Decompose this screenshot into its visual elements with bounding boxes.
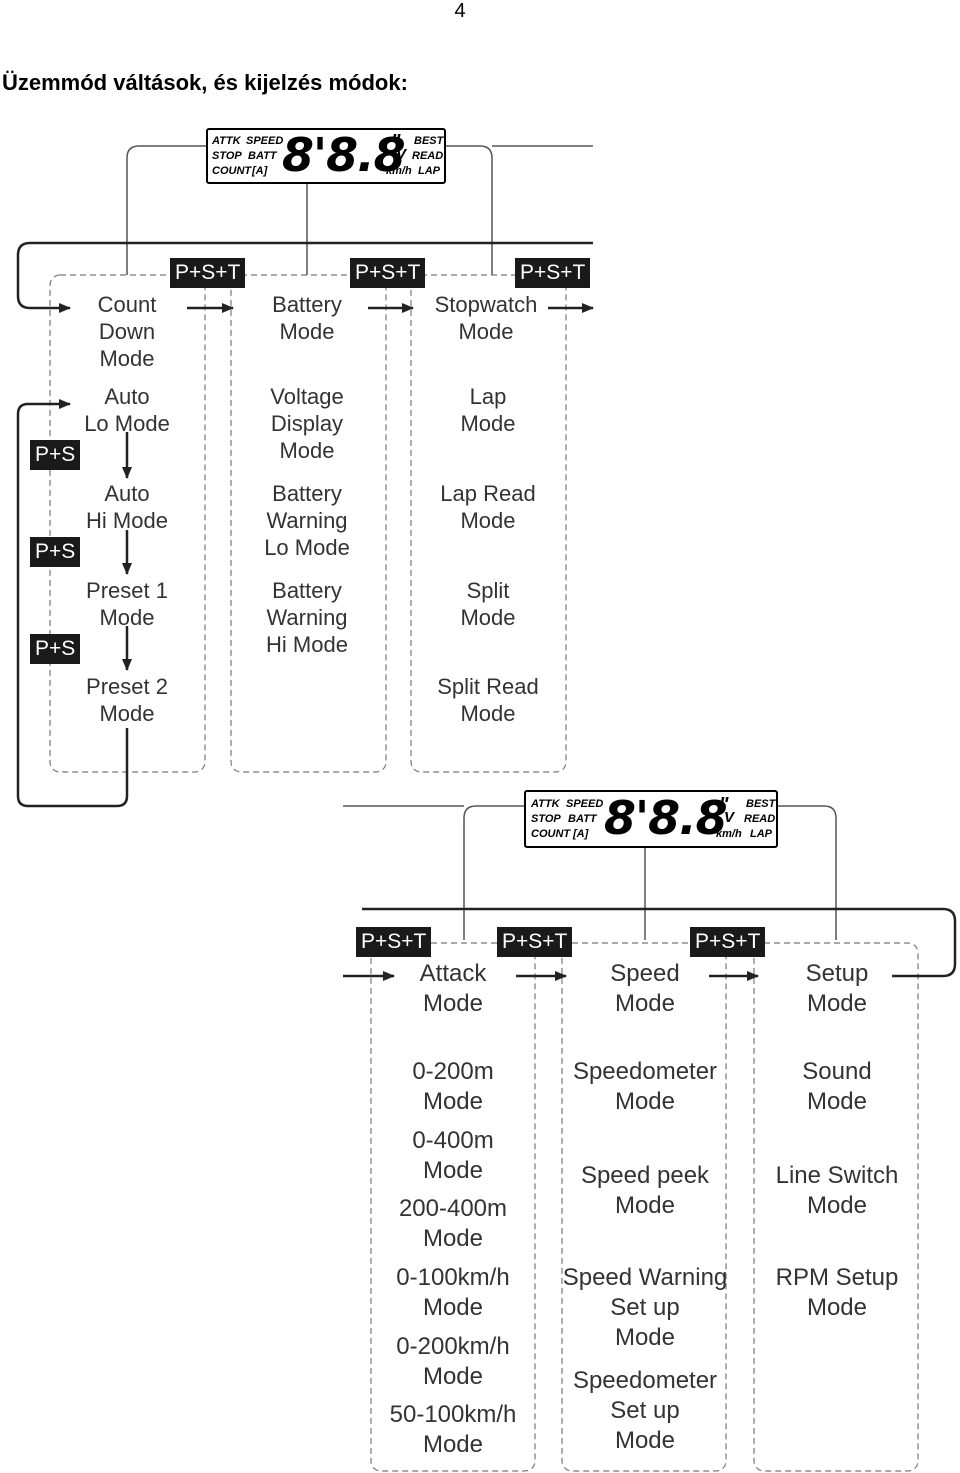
badge-pst-2: P+S+T <box>350 258 426 288</box>
auto-lo-mode: Auto Lo Mode <box>84 384 170 436</box>
lcd-label-speed: SPEED <box>246 135 284 147</box>
badge-pst-4: P+S+T <box>356 927 432 957</box>
split-read-mode: Split Read Mode <box>437 674 539 726</box>
speed-peek-mode: Speed peek Mode <box>580 1162 710 1219</box>
0-200kmh-mode: 0-200km/h Mode <box>396 1333 510 1390</box>
battery-warning-lo-mode: Battery Warning Lo Mode <box>264 481 350 560</box>
lcd-label-kmh: km/h <box>716 828 742 840</box>
speedometer-mode: Speedometer Mode <box>572 1058 718 1115</box>
lcd-digits: 8'8.8 <box>282 128 406 182</box>
speedometer-setup-mode: Speedometer Set up Mode <box>572 1367 718 1454</box>
badge-pst-6: P+S+T <box>690 927 766 957</box>
preset-2-mode: Preset 2 Mode <box>86 674 168 726</box>
lcd-digits: 8'8.8 <box>604 791 728 845</box>
speed-mode-title: Speed Mode <box>610 960 680 1017</box>
0-200m-mode: 0-200m Mode <box>412 1058 494 1115</box>
battery-warning-hi-mode: Battery Warning Hi Mode <box>266 578 348 657</box>
lcd-volt-v: V <box>396 146 407 163</box>
lap-read-mode: Lap Read Mode <box>440 481 536 533</box>
lcd-display-bottom: ATTK SPEED STOP BATT COUNT [A] 8'8.8 " V… <box>524 790 778 848</box>
attack-mode-title: Attack Mode <box>419 960 487 1017</box>
page-number: 4 <box>454 0 466 22</box>
lcd-display-top: ATTK SPEED STOP BATT COUNT [A] 8'8.8 " V… <box>206 128 446 184</box>
battery-mode-title: Battery Mode <box>272 292 342 344</box>
count-down-mode-title: Count Down Mode <box>97 292 157 371</box>
lcd-quote-mark: " <box>391 131 401 153</box>
page-heading: Üzemmód váltások, és kijelzés módok: <box>2 70 408 95</box>
badge-ps-2: P+S <box>30 537 81 567</box>
lcd-label-read: READ <box>744 813 776 825</box>
lcd-label-stop: STOP <box>212 150 242 162</box>
rpm-setup-mode: RPM Setup Mode <box>775 1264 899 1321</box>
lcd-label-lap: LAP <box>418 165 440 177</box>
lcd-volt-v: V <box>724 809 735 826</box>
lcd-label-batt: BATT <box>248 150 277 162</box>
split-mode: Split Mode <box>460 578 516 630</box>
voltage-display-mode: Voltage Display Mode <box>270 384 344 463</box>
badge-pst-1: P+S+T <box>170 258 246 288</box>
0-400m-mode: 0-400m Mode <box>412 1127 494 1184</box>
200-400m-mode: 200-400m Mode <box>398 1195 508 1252</box>
lcd-label-read: READ <box>412 150 444 162</box>
badge-pst-3: P+S+T <box>515 258 591 288</box>
lcd-label-count: COUNT <box>531 828 571 840</box>
lcd-label-speed: SPEED <box>566 798 604 810</box>
lcd-label-attk: ATTK <box>212 135 241 147</box>
badge-ps-1: P+S <box>30 440 81 470</box>
lap-mode: Lap Mode <box>460 384 516 436</box>
lcd-label-attk: ATTK <box>531 798 560 810</box>
lcd-label-batt: BATT <box>568 813 597 825</box>
lcd-quote-mark: " <box>719 794 729 816</box>
lcd-label-lap: LAP <box>750 828 772 840</box>
lcd-label-best: BEST <box>746 798 776 810</box>
0-100kmh-mode: 0-100km/h Mode <box>396 1264 510 1321</box>
lcd-label-best: BEST <box>414 135 444 147</box>
lcd-label-stop: STOP <box>531 813 561 825</box>
sound-mode: Sound Mode <box>802 1058 872 1115</box>
lcd-label-a: [A] <box>573 828 589 840</box>
50-100kmh-mode: 50-100km/h Mode <box>389 1401 517 1458</box>
setup-mode-title: Setup Mode <box>805 960 869 1017</box>
badge-pst-5: P+S+T <box>497 927 573 957</box>
preset-1-mode: Preset 1 Mode <box>86 578 168 630</box>
stopwatch-mode-title: Stopwatch Mode <box>434 292 538 344</box>
speed-warning-setup-mode: Speed Warning Set up Mode <box>562 1264 728 1351</box>
line-switch-mode: Line Switch Mode <box>775 1162 899 1219</box>
lcd-label-count: COUNT <box>212 165 252 177</box>
auto-hi-mode: Auto Hi Mode <box>86 481 168 533</box>
lcd-label-kmh: km/h <box>386 165 412 177</box>
lcd-label-a: [A] <box>252 165 268 177</box>
badge-ps-3: P+S <box>30 634 81 664</box>
